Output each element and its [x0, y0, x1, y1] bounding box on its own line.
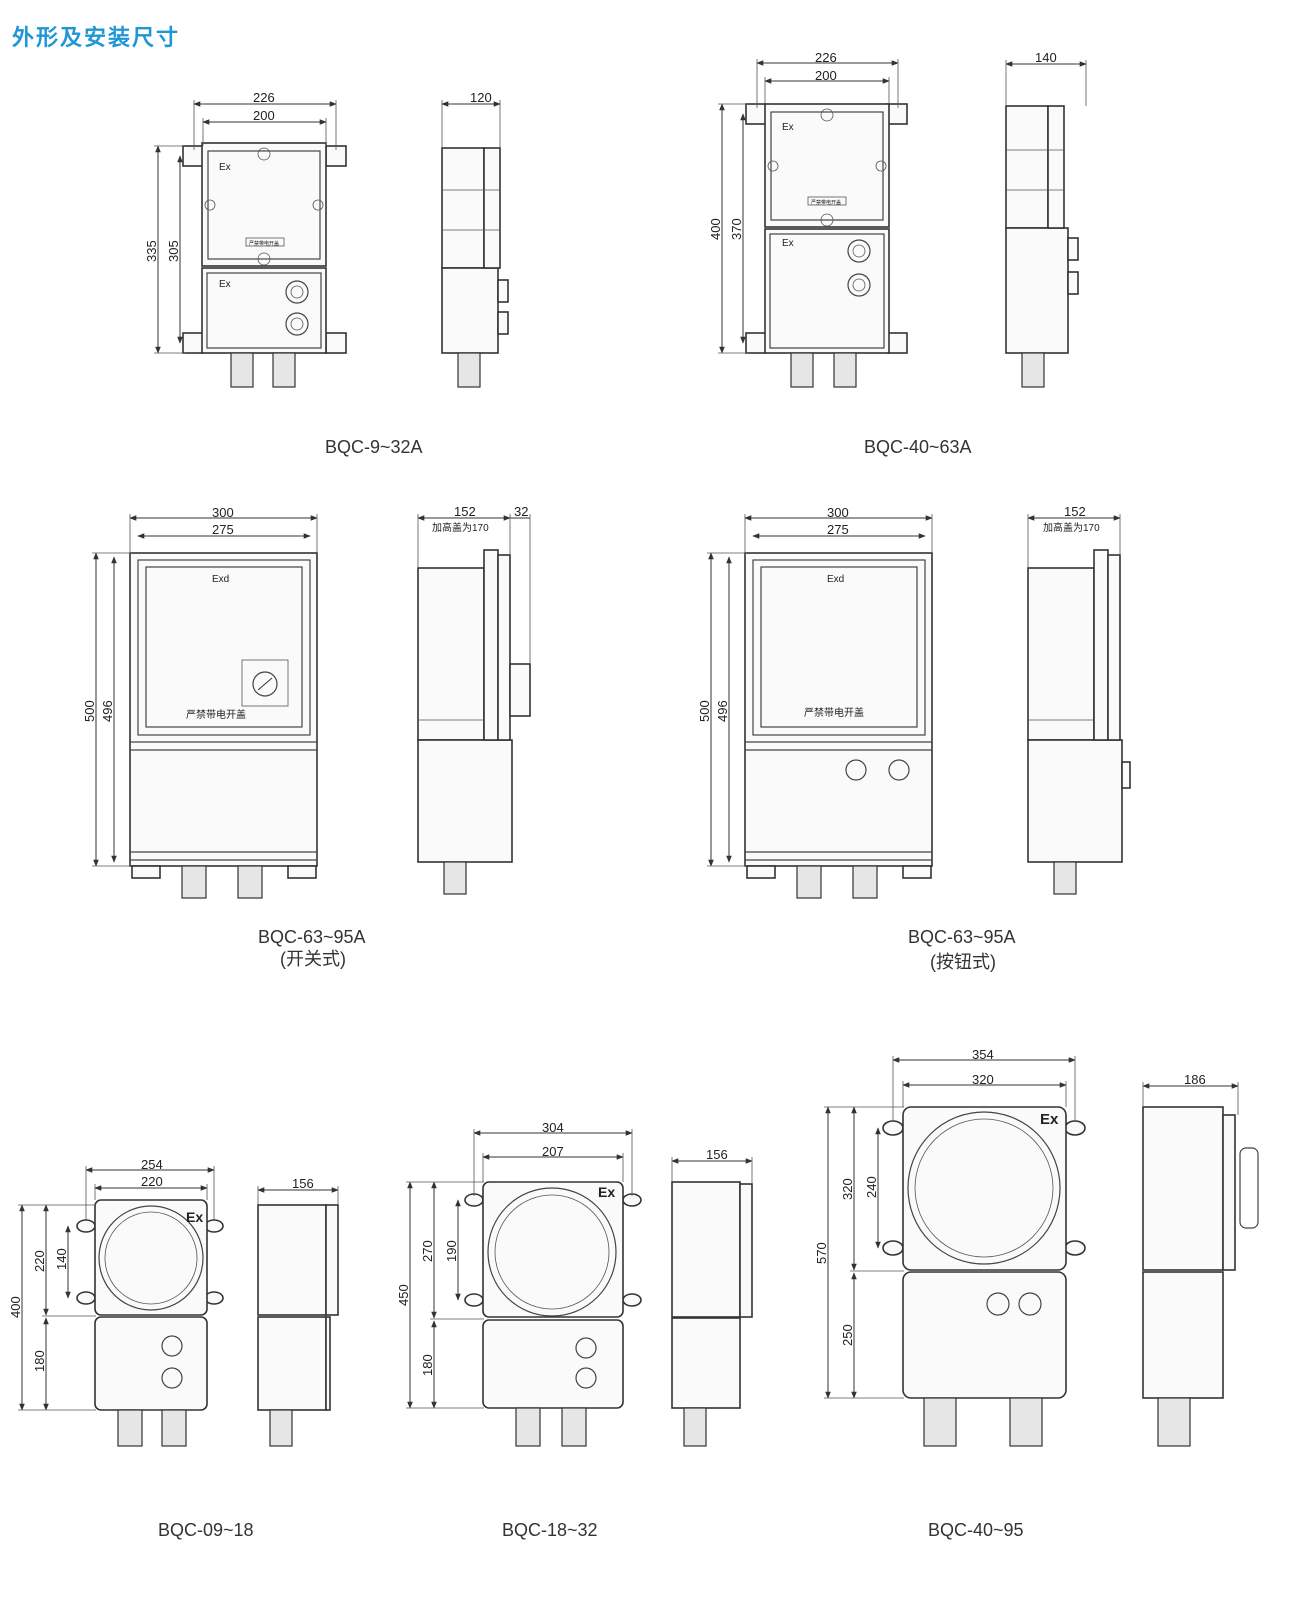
dim-width-inner: 320: [972, 1072, 994, 1087]
dim-width-inner: 220: [141, 1174, 163, 1189]
dim-width-outer: 300: [827, 505, 849, 520]
front-view: Exd 严禁带电开盖: [744, 552, 933, 899]
dim-depth-extra: 32: [514, 504, 528, 519]
model-caption: BQC-09~18: [158, 1520, 254, 1540]
model-subcaption: (开关式): [280, 949, 346, 969]
dim-width-outer: 254: [141, 1157, 163, 1172]
side-view: [441, 147, 509, 388]
dim-width-inner: 275: [212, 522, 234, 537]
model-bqc-18-32: Ex 304 207 156 450 270 190 180 BQC-18~32: [396, 1120, 753, 1540]
dim-height-total: 570: [814, 1242, 829, 1264]
model-bqc-9-32a: 严禁带电开盖 Ex Ex 226 200 120 335 305 BQC: [144, 90, 509, 457]
dim-height-inner: 496: [715, 700, 730, 722]
dim-height-outer: 335: [144, 240, 159, 262]
model-bqc-63-95a-switch: Exd 严禁带电开盖 300 275 152 32 加高盖为170 500 49…: [82, 504, 531, 969]
model-bqc-63-95a-button: Exd 严禁带电开盖 300 275 152 加高盖为170 500 496 B…: [697, 504, 1131, 972]
model-caption: BQC-40~63A: [864, 437, 972, 457]
dim-depth: 156: [706, 1147, 728, 1162]
dim-depth: 120: [470, 90, 492, 105]
front-plate: 严禁带电开盖: [804, 706, 864, 719]
dim-depth: 156: [292, 1176, 314, 1191]
dim-height-inner: 496: [100, 700, 115, 722]
front-label: Exd: [827, 574, 844, 585]
front-label: Ex: [186, 1209, 203, 1225]
front-label: Ex: [598, 1184, 615, 1200]
front-label: Ex: [1040, 1111, 1059, 1128]
dim-width-inner: 200: [253, 108, 275, 123]
model-caption: BQC-18~32: [502, 1520, 598, 1540]
dim-height-top: 320: [840, 1178, 855, 1200]
dim-mount-spacing: 190: [444, 1240, 459, 1262]
model-caption: BQC-63~95A: [908, 927, 1016, 947]
model-subcaption: (按钮式): [930, 952, 996, 972]
dim-width-inner: 275: [827, 522, 849, 537]
side-view: [417, 549, 531, 895]
front-plate: 严禁带电开盖: [811, 199, 841, 206]
dim-height-top: 220: [32, 1250, 47, 1272]
dim-height-total: 450: [396, 1284, 411, 1306]
dim-width-outer: 354: [972, 1047, 994, 1062]
dim-note: 加高盖为170: [1043, 521, 1100, 534]
dim-height-inner: 305: [166, 240, 181, 262]
front-view: Exd 严禁带电开盖: [129, 552, 318, 899]
side-view: [671, 1181, 753, 1447]
dim-mount-spacing: 140: [54, 1248, 69, 1270]
dim-height-bottom: 250: [840, 1324, 855, 1346]
front-label: Exd: [212, 574, 229, 585]
dim-mount-spacing: 240: [864, 1176, 879, 1198]
dim-width-outer: 226: [253, 90, 275, 105]
model-bqc-40-63a: 严禁带电开盖 Ex Ex 226 200 140 400 370 BQC-40~…: [708, 50, 1087, 457]
model-caption: BQC-63~95A: [258, 927, 366, 947]
model-caption: BQC-40~95: [928, 1520, 1024, 1540]
side-view: [1005, 105, 1079, 388]
front-view: 严禁带电开盖 Ex Ex: [745, 103, 908, 388]
side-view: [257, 1204, 339, 1447]
dim-width-inner: 200: [815, 68, 837, 83]
front-view: Ex: [882, 1106, 1086, 1447]
front-plate: 严禁带电开盖: [249, 240, 279, 247]
front-plate: 严禁带电开盖: [186, 708, 246, 721]
front-view: Ex: [76, 1199, 224, 1447]
dim-height-bottom: 180: [420, 1354, 435, 1376]
dim-width-outer: 304: [542, 1120, 564, 1135]
front-label-top: Ex: [219, 162, 231, 173]
dim-height-inner: 370: [729, 218, 744, 240]
dim-depth: 140: [1035, 50, 1057, 65]
front-label-bottom: Ex: [219, 279, 231, 290]
dim-width-outer: 226: [815, 50, 837, 65]
front-label-top: Ex: [782, 122, 794, 133]
dim-note: 加高盖为170: [432, 521, 489, 534]
dim-height-outer: 500: [697, 700, 712, 722]
dim-width-outer: 300: [212, 505, 234, 520]
model-bqc-09-18: Ex 254 220 156 400 220 140 180 BQC-09: [8, 1157, 339, 1540]
dim-width-inner: 207: [542, 1144, 564, 1159]
front-view: 严禁带电开盖 Ex Ex: [182, 142, 347, 388]
dim-height-outer: 500: [82, 700, 97, 722]
dim-height-top: 270: [420, 1240, 435, 1262]
dim-depth: 152: [454, 504, 476, 519]
front-label-bottom: Ex: [782, 238, 794, 249]
dim-height-bottom: 180: [32, 1350, 47, 1372]
side-view: [1027, 549, 1131, 895]
model-bqc-40-95: Ex 354 320 186 570 320 240 250 BQC-40: [814, 1047, 1259, 1540]
model-caption: BQC-9~32A: [325, 437, 423, 457]
dim-height-outer: 400: [708, 218, 723, 240]
page-title: 外形及安装尺寸: [12, 26, 181, 51]
dim-depth: 152: [1064, 504, 1086, 519]
side-view: [1142, 1106, 1259, 1447]
dim-height-total: 400: [8, 1296, 23, 1318]
front-view: Ex: [464, 1181, 642, 1447]
dim-depth: 186: [1184, 1072, 1206, 1087]
